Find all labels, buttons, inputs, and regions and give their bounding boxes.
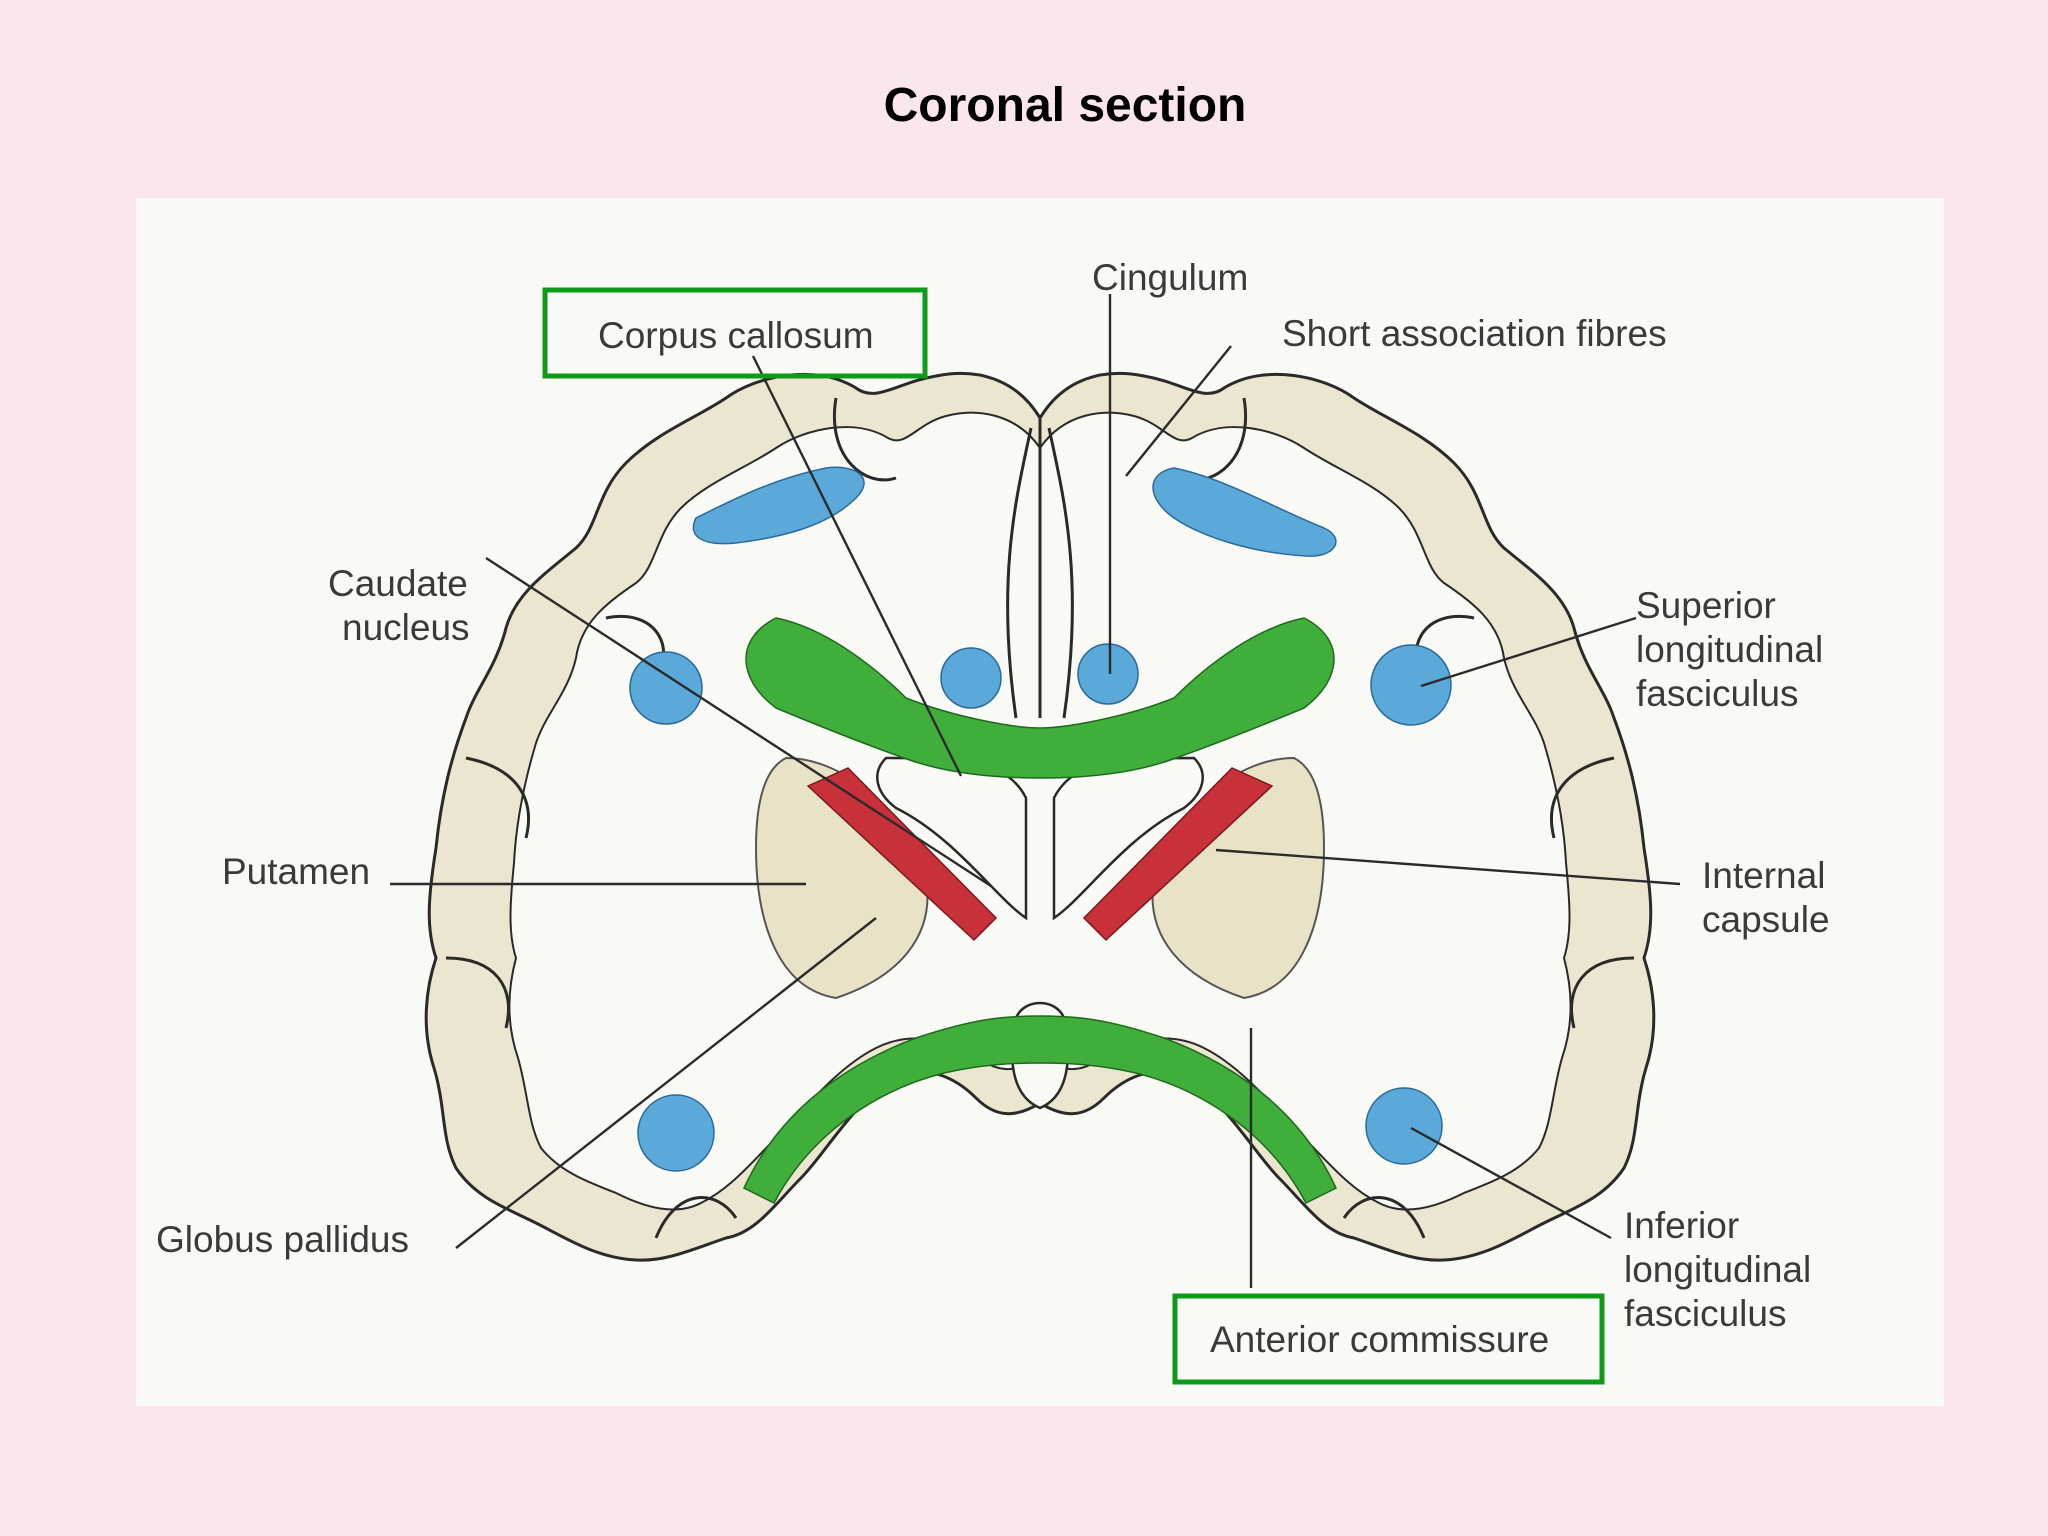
label-internal-capsule-line1: Internal [1702, 855, 1825, 896]
anterior-commissure-highlight-box [1172, 1293, 1605, 1385]
labels: Corpus callosum Cingulum Short associati… [156, 257, 1830, 1360]
label-superior-lf-line3: fasciculus [1636, 673, 1798, 714]
label-anterior-commissure: Anterior commissure [1210, 1319, 1549, 1360]
internal-capsule-fibres [806, 767, 1274, 942]
leader-lines [390, 294, 1681, 1288]
brain-outline [424, 372, 1656, 1262]
label-caudate-nucleus-line2: nucleus [342, 607, 470, 648]
label-inferior-lf-line2: longitudinal [1624, 1249, 1811, 1290]
label-superior-lf-line2: longitudinal [1636, 629, 1823, 670]
corpus-callosum-highlight-box [542, 287, 928, 379]
commissural-fibres [743, 617, 1337, 1204]
association-fibres [629, 466, 1452, 1172]
label-inferior-lf-line3: fasciculus [1624, 1293, 1786, 1334]
label-globus-pallidus: Globus pallidus [156, 1219, 409, 1260]
page-title: Coronal section [883, 79, 1247, 132]
label-short-association-fibres: Short association fibres [1282, 313, 1667, 354]
label-corpus-callosum: Corpus callosum [598, 315, 874, 356]
label-internal-capsule-line2: capsule [1702, 899, 1830, 940]
brain-illustration: Corpus callosum Cingulum Short associati… [156, 257, 1830, 1385]
label-inferior-lf-line1: Inferior [1624, 1205, 1739, 1246]
coronal-section-diagram: Corpus callosum Cingulum Short associati… [136, 198, 1944, 1406]
label-cingulum: Cingulum [1092, 257, 1248, 298]
label-caudate-nucleus-line1: Caudate [328, 563, 468, 604]
label-putamen: Putamen [222, 851, 370, 892]
label-superior-lf-line1: Superior [1636, 585, 1776, 626]
